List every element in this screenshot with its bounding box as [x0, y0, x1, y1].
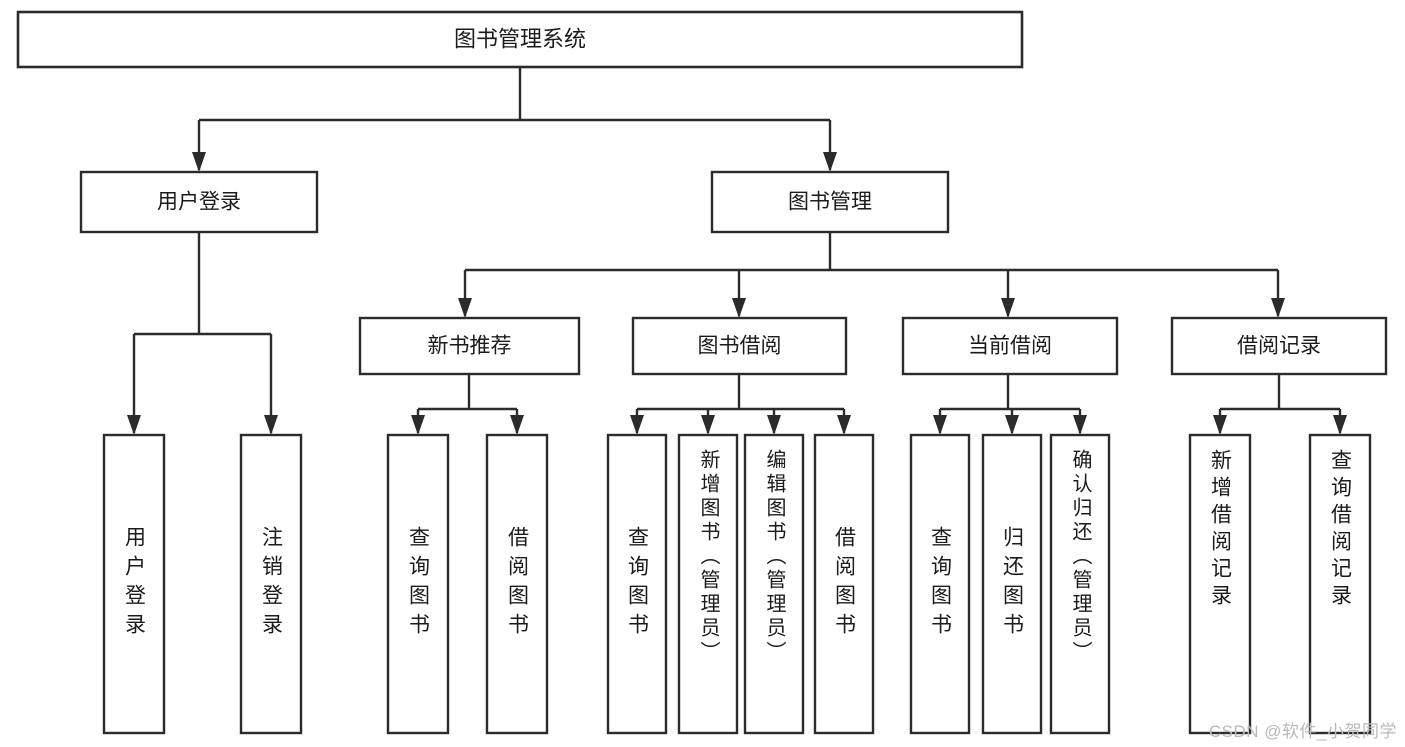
- node-label-level2-0-%E7%94%A8%E6%88%B7%E7%99%BB%E5%BD%95: 用户登录: [157, 191, 241, 214]
- arrow-head-icon: [411, 415, 425, 435]
- arrow-head-icon: [933, 415, 947, 435]
- node-box-leaf-5-%E6%96%B0%E5%A2%9E%E5%9B%BE%E4%B9%A6%EF%BC%88%E7%AE%A1%E7%90%86%E5%91%98%EF%BC%89[interactable]: [677, 433, 739, 735]
- arrow-head-icon: [1213, 415, 1227, 435]
- node-box-leaf-7-%E5%80%9F%E9%98%85%E5%9B%BE%E4%B9%A6[interactable]: [813, 433, 875, 735]
- arrow-head-icon: [1073, 415, 1087, 435]
- node-box-leaf-10-%E7%A1%AE%E8%AE%A4%E5%BD%92%E8%BF%98%EF%BC%88%E7%AE%A1%E7%90%86%E5%91%98%EF%BC%89[interactable]: [1049, 433, 1111, 735]
- arrow-head-icon: [630, 415, 644, 435]
- arrow-head-icon: [1333, 415, 1347, 435]
- arrow-head-icon: [510, 415, 524, 435]
- node-box-level3-0-%E6%96%B0%E4%B9%A6%E6%8E%A8%E8%8D%90[interactable]: [358, 316, 581, 376]
- arrow-head-icon: [127, 415, 141, 435]
- node-label-root: 图书管理系统: [454, 26, 586, 51]
- node-label-level3-3-%E5%80%9F%E9%98%85%E8%AE%B0%E5%BD%95: 借阅记录: [1237, 335, 1321, 358]
- node-box-leaf-9-%E5%BD%92%E8%BF%98%E5%9B%BE%E4%B9%A6[interactable]: [981, 433, 1043, 735]
- node-box-leaf-12-%E6%9F%A5%E8%AF%A2%E5%80%9F%E9%98%85%E8%AE%B0%E5%BD%95[interactable]: [1308, 433, 1372, 735]
- arrow-head-icon: [1005, 415, 1019, 435]
- arrow-head-icon: [701, 415, 715, 435]
- arrow-head-icon: [458, 298, 472, 318]
- arrow-head-icon: [1271, 298, 1285, 318]
- node-box-level3-1-%E5%9B%BE%E4%B9%A6%E5%80%9F%E9%98%85[interactable]: [631, 316, 848, 376]
- arrow-head-icon: [837, 415, 851, 435]
- node-label-level2-1-%E5%9B%BE%E4%B9%A6%E7%AE%A1%E7%90%86: 图书管理: [788, 191, 872, 214]
- node-box-leaf-6-%E7%BC%96%E8%BE%91%E5%9B%BE%E4%B9%A6%EF%BC%88%E7%AE%A1%E7%90%86%E5%91%98%EF%BC%89[interactable]: [743, 433, 805, 735]
- csdn-watermark: CSDN @软件_小贺同学: [1208, 722, 1397, 741]
- arrow-head-icon: [264, 415, 278, 435]
- node-label-level3-2-%E5%BD%93%E5%89%8D%E5%80%9F%E9%98%85: 当前借阅: [968, 335, 1052, 358]
- node-box-level2-1-%E5%9B%BE%E4%B9%A6%E7%AE%A1%E7%90%86[interactable]: [710, 170, 950, 234]
- node-box-root[interactable]: [16, 10, 1024, 69]
- node-box-level3-2-%E5%BD%93%E5%89%8D%E5%80%9F%E9%98%85[interactable]: [901, 316, 1119, 376]
- node-box-leaf-1-%E6%B3%A8%E9%94%80%E7%99%BB%E5%BD%95[interactable]: [239, 433, 303, 735]
- node-box-leaf-8-%E6%9F%A5%E8%AF%A2%E5%9B%BE%E4%B9%A6[interactable]: [909, 433, 971, 735]
- arrow-head-icon: [823, 152, 837, 172]
- arrow-head-icon: [732, 298, 746, 318]
- node-label-level3-1-%E5%9B%BE%E4%B9%A6%E5%80%9F%E9%98%85: 图书借阅: [698, 335, 782, 358]
- node-box-leaf-3-%E5%80%9F%E9%98%85%E5%9B%BE%E4%B9%A6[interactable]: [485, 433, 549, 735]
- node-box-leaf-2-%E6%9F%A5%E8%AF%A2%E5%9B%BE%E4%B9%A6[interactable]: [386, 433, 450, 735]
- arrow-head-icon: [1001, 298, 1015, 318]
- node-label-level3-0-%E6%96%B0%E4%B9%A6%E6%8E%A8%E8%8D%90: 新书推荐: [428, 335, 512, 358]
- node-box-level3-3-%E5%80%9F%E9%98%85%E8%AE%B0%E5%BD%95[interactable]: [1170, 316, 1388, 376]
- node-box-leaf-0-%E7%94%A8%E6%88%B7%E7%99%BB%E5%BD%95[interactable]: [102, 433, 166, 735]
- node-box-leaf-4-%E6%9F%A5%E8%AF%A2%E5%9B%BE%E4%B9%A6[interactable]: [606, 433, 668, 735]
- arrow-head-icon: [192, 152, 206, 172]
- arrow-head-icon: [767, 415, 781, 435]
- node-box-leaf-11-%E6%96%B0%E5%A2%9E%E5%80%9F%E9%98%85%E8%AE%B0%E5%BD%95[interactable]: [1188, 433, 1252, 735]
